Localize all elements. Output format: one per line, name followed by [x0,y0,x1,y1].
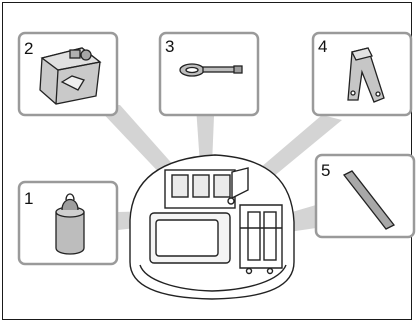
callout-number-5: 5 [321,162,330,179]
callout-number-4: 4 [318,38,327,55]
callout-3 [160,33,258,115]
device-base [130,155,294,299]
callout-number-1: 1 [24,190,33,207]
callout-number-3: 3 [165,38,174,55]
callout-number-2: 2 [24,40,33,57]
box-icon [40,48,100,104]
